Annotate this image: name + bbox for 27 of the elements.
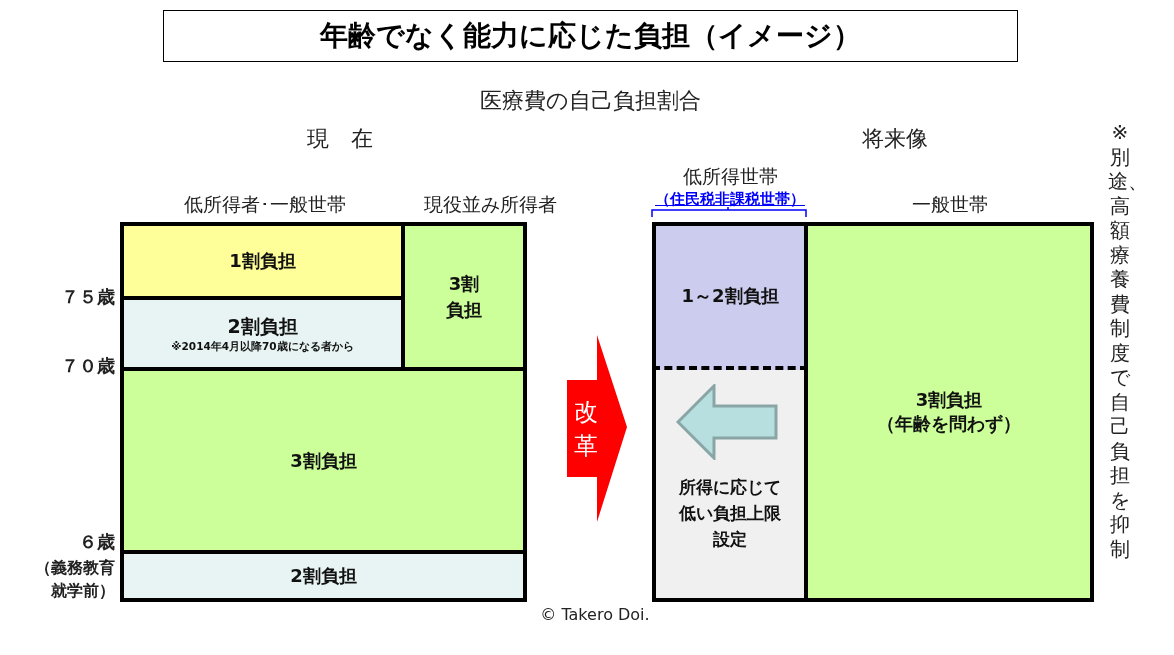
block-label: 所得に応じて低い負担上限設定 xyxy=(678,476,782,551)
block-label: 2割負担 xyxy=(290,564,357,588)
block-label: 2割負担 xyxy=(227,313,298,339)
column-heading: 一般世帯 xyxy=(911,192,989,217)
column-heading: 低所得者･一般世帯 xyxy=(183,192,347,217)
column-heading: 現役並み所得者 xyxy=(422,192,558,217)
side-note: ※別途、高額療養費制度で自己負担を抑制 xyxy=(1108,120,1132,561)
section-heading: 現 在 xyxy=(306,125,374,153)
section-heading: 将来像 xyxy=(861,125,929,153)
column-subheading: （住民税非課税世帯） xyxy=(654,190,806,209)
title-text: 年齢でなく能力に応じた負担（イメージ） xyxy=(320,18,861,54)
column-heading: 低所得世帯 xyxy=(681,164,779,189)
block-label: 1～2割負担 xyxy=(681,284,779,308)
block-label: 1割負担 xyxy=(229,249,296,273)
age-label: ７５歳 xyxy=(60,285,115,309)
block-note: （年齢を問わず） xyxy=(877,412,1021,436)
block-label: 3割負担 xyxy=(290,448,357,473)
age-label: ６歳 xyxy=(78,530,115,554)
copyright-text: © Takero Doi. xyxy=(539,605,651,624)
block-note: ※2014年4月以降70歳になる者から xyxy=(171,339,354,354)
arrow-label: 改革 xyxy=(574,396,598,462)
chart-subtitle: 医療費の自己負担割合 xyxy=(478,87,702,115)
block-label: 3割負担 xyxy=(445,271,483,322)
block-label: 3割負担 xyxy=(915,388,983,412)
age-note: （義務教育就学前） xyxy=(34,557,115,602)
reform-arrow xyxy=(565,335,627,522)
age-label: ７０歳 xyxy=(60,354,115,378)
